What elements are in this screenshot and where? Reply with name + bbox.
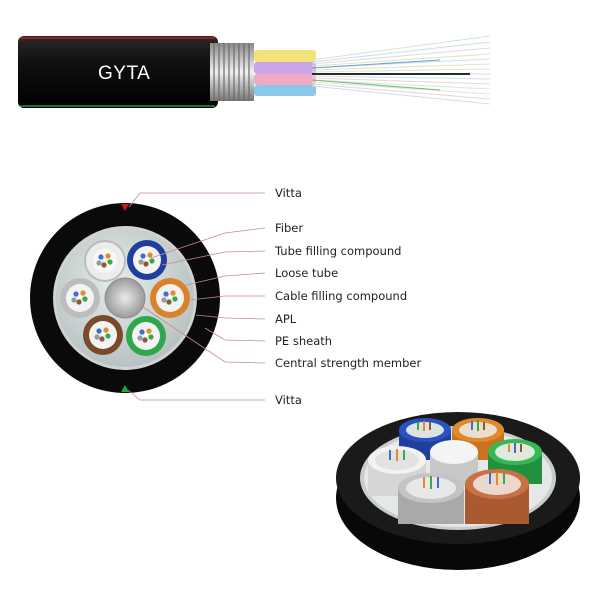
leader-tube-filling (161, 250, 266, 266)
leader-fiber (150, 227, 266, 259)
end-tube-green (488, 439, 542, 484)
leader-csm (139, 304, 266, 364)
cable-3d-end-view (336, 412, 580, 570)
label-cable-filling-compound: Cable filling compound (275, 289, 407, 303)
label-tube-filling-compound: Tube filling compound (274, 244, 401, 258)
central-strength-member (104, 277, 146, 319)
loose-tubes-side (254, 50, 316, 96)
leader-vitta-bottom (127, 389, 265, 401)
cable-side-view: GYTA (18, 35, 491, 108)
end-tube-brown (465, 469, 529, 524)
cable-jacket (18, 36, 218, 108)
leader-apl (195, 314, 266, 320)
fiber-fan (311, 35, 491, 105)
leader-pe-sheath (204, 327, 266, 342)
label-pe-sheath: PE sheath (275, 334, 332, 348)
leader-cable-filling (189, 295, 265, 301)
label-loose-tube: Loose tube (275, 266, 338, 280)
cross-section: Vitta Fiber Tube filling compound Loose … (30, 186, 421, 407)
cable-brand-label: GYTA (98, 63, 150, 84)
vitta-bottom-marker (121, 385, 129, 392)
leader-loose-tube (185, 272, 266, 286)
vitta-top-marker (121, 204, 129, 211)
callout-lines (127, 192, 266, 401)
label-apl: APL (275, 312, 297, 326)
label-vitta-top: Vitta (275, 186, 302, 200)
end-fiber-tips (389, 420, 522, 489)
leader-vitta-top (128, 192, 265, 208)
fibers (71, 252, 178, 343)
label-vitta-bottom: Vitta (275, 393, 302, 407)
label-fiber: Fiber (275, 221, 303, 235)
label-central-strength-member: Central strength member (275, 356, 421, 370)
corrugated-armor (210, 43, 254, 101)
